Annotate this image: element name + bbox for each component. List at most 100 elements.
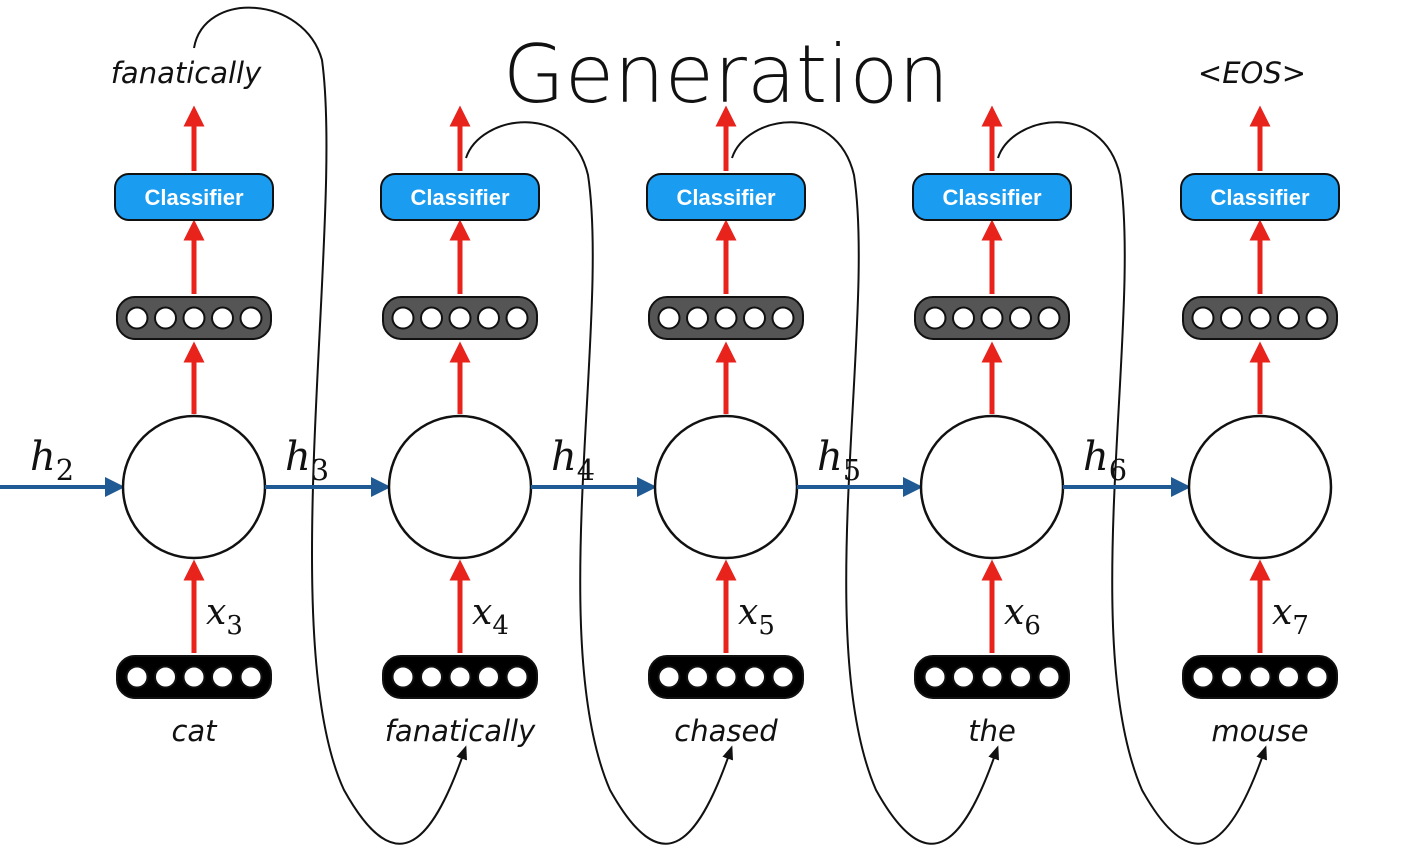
unit-dot [771,665,795,689]
input-word-label: chased [674,714,778,748]
unit-dot [448,306,472,330]
feedback-curve [193,6,467,845]
classifier-box: Classifier [646,173,806,221]
rnn-cell [121,414,267,560]
rnn-cell [919,414,1065,560]
hidden-vector [914,296,1070,340]
classifier-label: Classifier [144,185,243,210]
input-vector [382,655,538,699]
classifier-box: Classifier [380,173,540,221]
classifier-body [1180,173,1340,221]
unit-dot [420,665,443,689]
unit-dot [505,306,529,330]
unit-dot [1248,665,1272,689]
unit-dot [771,306,795,330]
hidden-vector [1182,296,1338,340]
unit-dot [1220,306,1243,330]
hidden-vector [648,296,804,340]
unit-dot [686,665,709,689]
classifier-box: Classifier [1180,173,1340,221]
input-symbol-label: x5 [738,592,775,641]
unit-dot [980,306,1004,330]
rnn-cell [387,414,533,560]
unit-dot [125,665,149,689]
input-vector [1182,655,1338,699]
rnn-steps: h2catx3Classifierfanaticallyh3fanaticall… [0,56,1340,748]
hidden-vector [382,296,538,340]
input-vector [116,655,272,699]
unit-dot [980,665,1004,689]
input-word-label: the [968,714,1016,748]
unit-dot [477,665,500,689]
unit-dot [239,665,263,689]
unit-dot [182,306,206,330]
classifier-body [114,173,274,221]
feedback-curve [731,121,999,845]
hidden-state-label: h5 [817,434,861,487]
unit-dot [391,306,415,330]
input-word-label: mouse [1211,714,1308,748]
classifier-body [380,173,540,221]
unit-dot [1305,665,1329,689]
unit-dot [505,665,529,689]
unit-dot [1277,665,1300,689]
hidden-state-label: h2 [30,434,74,487]
unit-dot [239,306,263,330]
unit-dot [1248,306,1272,330]
classifier-label: Classifier [676,185,775,210]
input-vector [914,655,1070,699]
unit-dot [952,306,975,330]
input-symbol-label: x7 [1272,592,1309,641]
unit-dot [125,306,149,330]
unit-dot [1037,306,1061,330]
input-vector [648,655,804,699]
unit-dot [1009,665,1032,689]
unit-dot [657,306,681,330]
unit-dot [1191,306,1215,330]
classifier-box: Classifier [114,173,274,221]
unit-dot [1037,665,1061,689]
hidden-state-label: h4 [551,434,595,487]
unit-dot [714,665,738,689]
rnn-step-3: chased x5 Classifier h5 [646,105,923,748]
output-word-label: fanatically [111,56,262,90]
unit-dot [923,306,947,330]
unit-dot [448,665,472,689]
input-symbol-label: x6 [1004,592,1041,641]
input-word-label: fanatically [385,714,536,748]
unit-dot [952,665,975,689]
classifier-label: Classifier [942,185,1041,210]
unit-dot [1220,665,1243,689]
feedback-curve [465,121,733,845]
classifier-label: Classifier [410,185,509,210]
rnn-step-5: mouse x7 Classifier <EOS> [1180,56,1340,748]
unit-dot [686,306,709,330]
hidden-state-label: h6 [1083,434,1127,487]
hidden-vector [116,296,272,340]
output-word-label: <EOS> [1198,56,1306,90]
rnn-step-2: fanatically x4 Classifier h4 [380,105,657,748]
unit-dot [420,306,443,330]
unit-dot [211,665,234,689]
classifier-body [646,173,806,221]
unit-dot [391,665,415,689]
classifier-body [912,173,1072,221]
input-symbol-label: x4 [472,592,509,641]
feedback-curve [997,121,1267,845]
unit-dot [1009,306,1032,330]
unit-dot [211,306,234,330]
unit-dot [743,665,766,689]
hidden-state-label: h3 [285,434,329,487]
unit-dot [657,665,681,689]
classifier-label: Classifier [1210,185,1309,210]
diagram-title: Generation [503,28,949,121]
feedback-curves [193,6,1267,845]
classifier-box: Classifier [912,173,1072,221]
unit-dot [714,306,738,330]
unit-dot [477,306,500,330]
input-symbol-label: x3 [206,592,243,641]
unit-dot [182,665,206,689]
unit-dot [923,665,947,689]
